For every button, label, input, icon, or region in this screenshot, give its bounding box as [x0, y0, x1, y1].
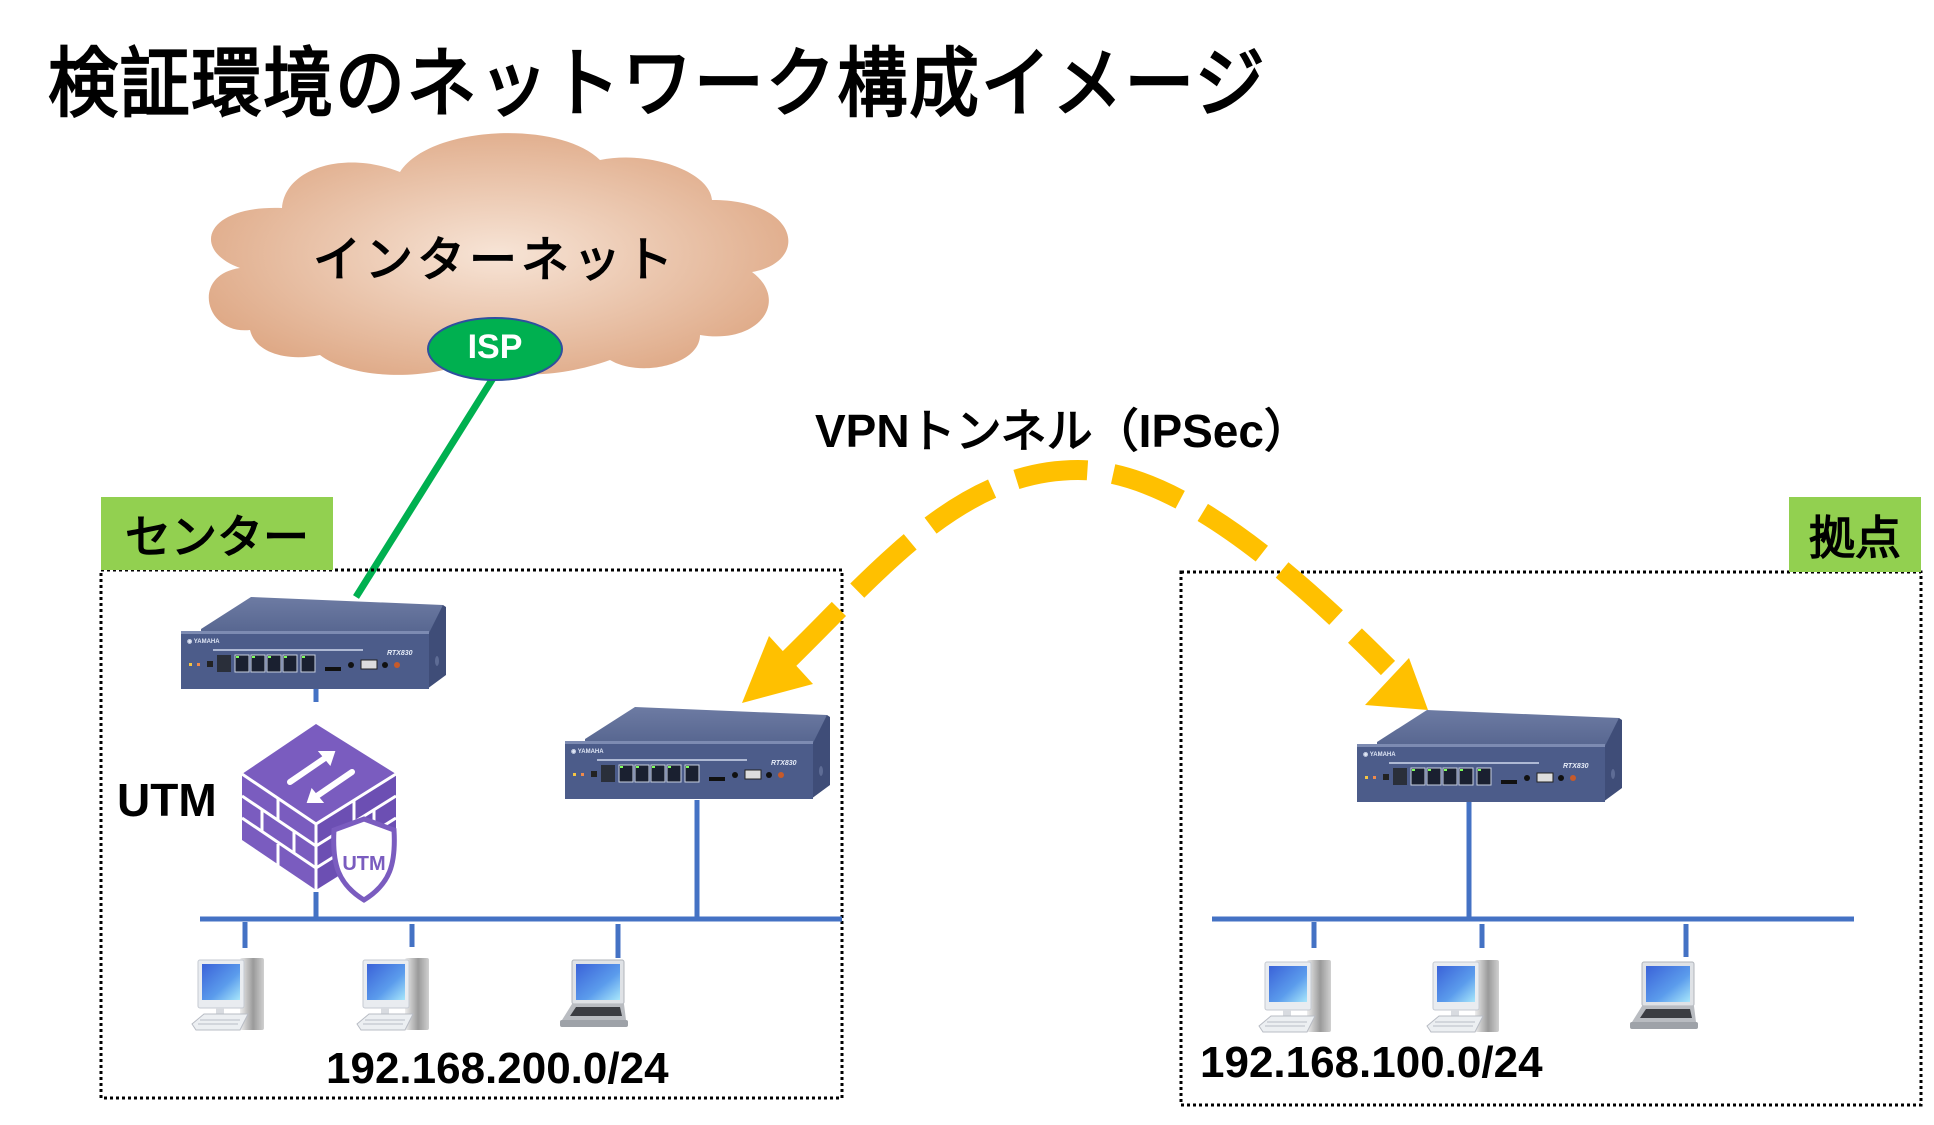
- vpn-arrowhead-right: [1365, 658, 1428, 710]
- branch-desktop-pc-2: [1426, 959, 1500, 1033]
- center-desktop-pc-2: [356, 957, 430, 1031]
- branch-desktop-pc-1: [1258, 959, 1332, 1033]
- center-desktop-pc-1: [191, 957, 265, 1031]
- isp-label: ISP: [467, 328, 523, 366]
- vpn-tunnel-label: VPNトンネル（IPSec）: [815, 405, 1310, 457]
- center-site-box: [99, 568, 844, 1100]
- utm-firewall-icon: UTM: [241, 724, 397, 903]
- branch-vpn-router: [1356, 709, 1623, 803]
- internet-label: インターネット: [312, 232, 677, 288]
- center-site-label: センター: [101, 497, 333, 570]
- branch-laptop: [1629, 961, 1699, 1030]
- vpn-tunnel-arc: [781, 459, 1396, 676]
- isp-node: [427, 317, 563, 381]
- utm-label: UTM: [117, 774, 217, 826]
- center-vpn-router: [564, 706, 831, 800]
- center-subnet-label: 192.168.200.0/24: [326, 1044, 669, 1093]
- page-title: 検証環境のネットワーク構成イメージ: [48, 39, 1267, 128]
- branch-subnet-label: 192.168.100.0/24: [1200, 1038, 1543, 1087]
- internet-cloud: [208, 133, 789, 375]
- branch-lan: [1212, 800, 1854, 957]
- branch-site-label: 拠点: [1789, 497, 1921, 572]
- center-lan: [200, 687, 842, 958]
- isp-uplink: [353, 373, 498, 599]
- center-laptop: [559, 959, 629, 1028]
- center-internet-router: [180, 596, 447, 690]
- vpn-arrowhead-left: [742, 636, 813, 703]
- utm-badge-text: UTM: [342, 853, 385, 875]
